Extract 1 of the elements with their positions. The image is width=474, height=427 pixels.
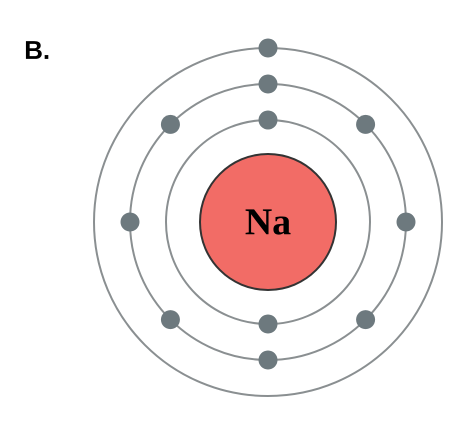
panel-label: B. <box>26 41 48 59</box>
